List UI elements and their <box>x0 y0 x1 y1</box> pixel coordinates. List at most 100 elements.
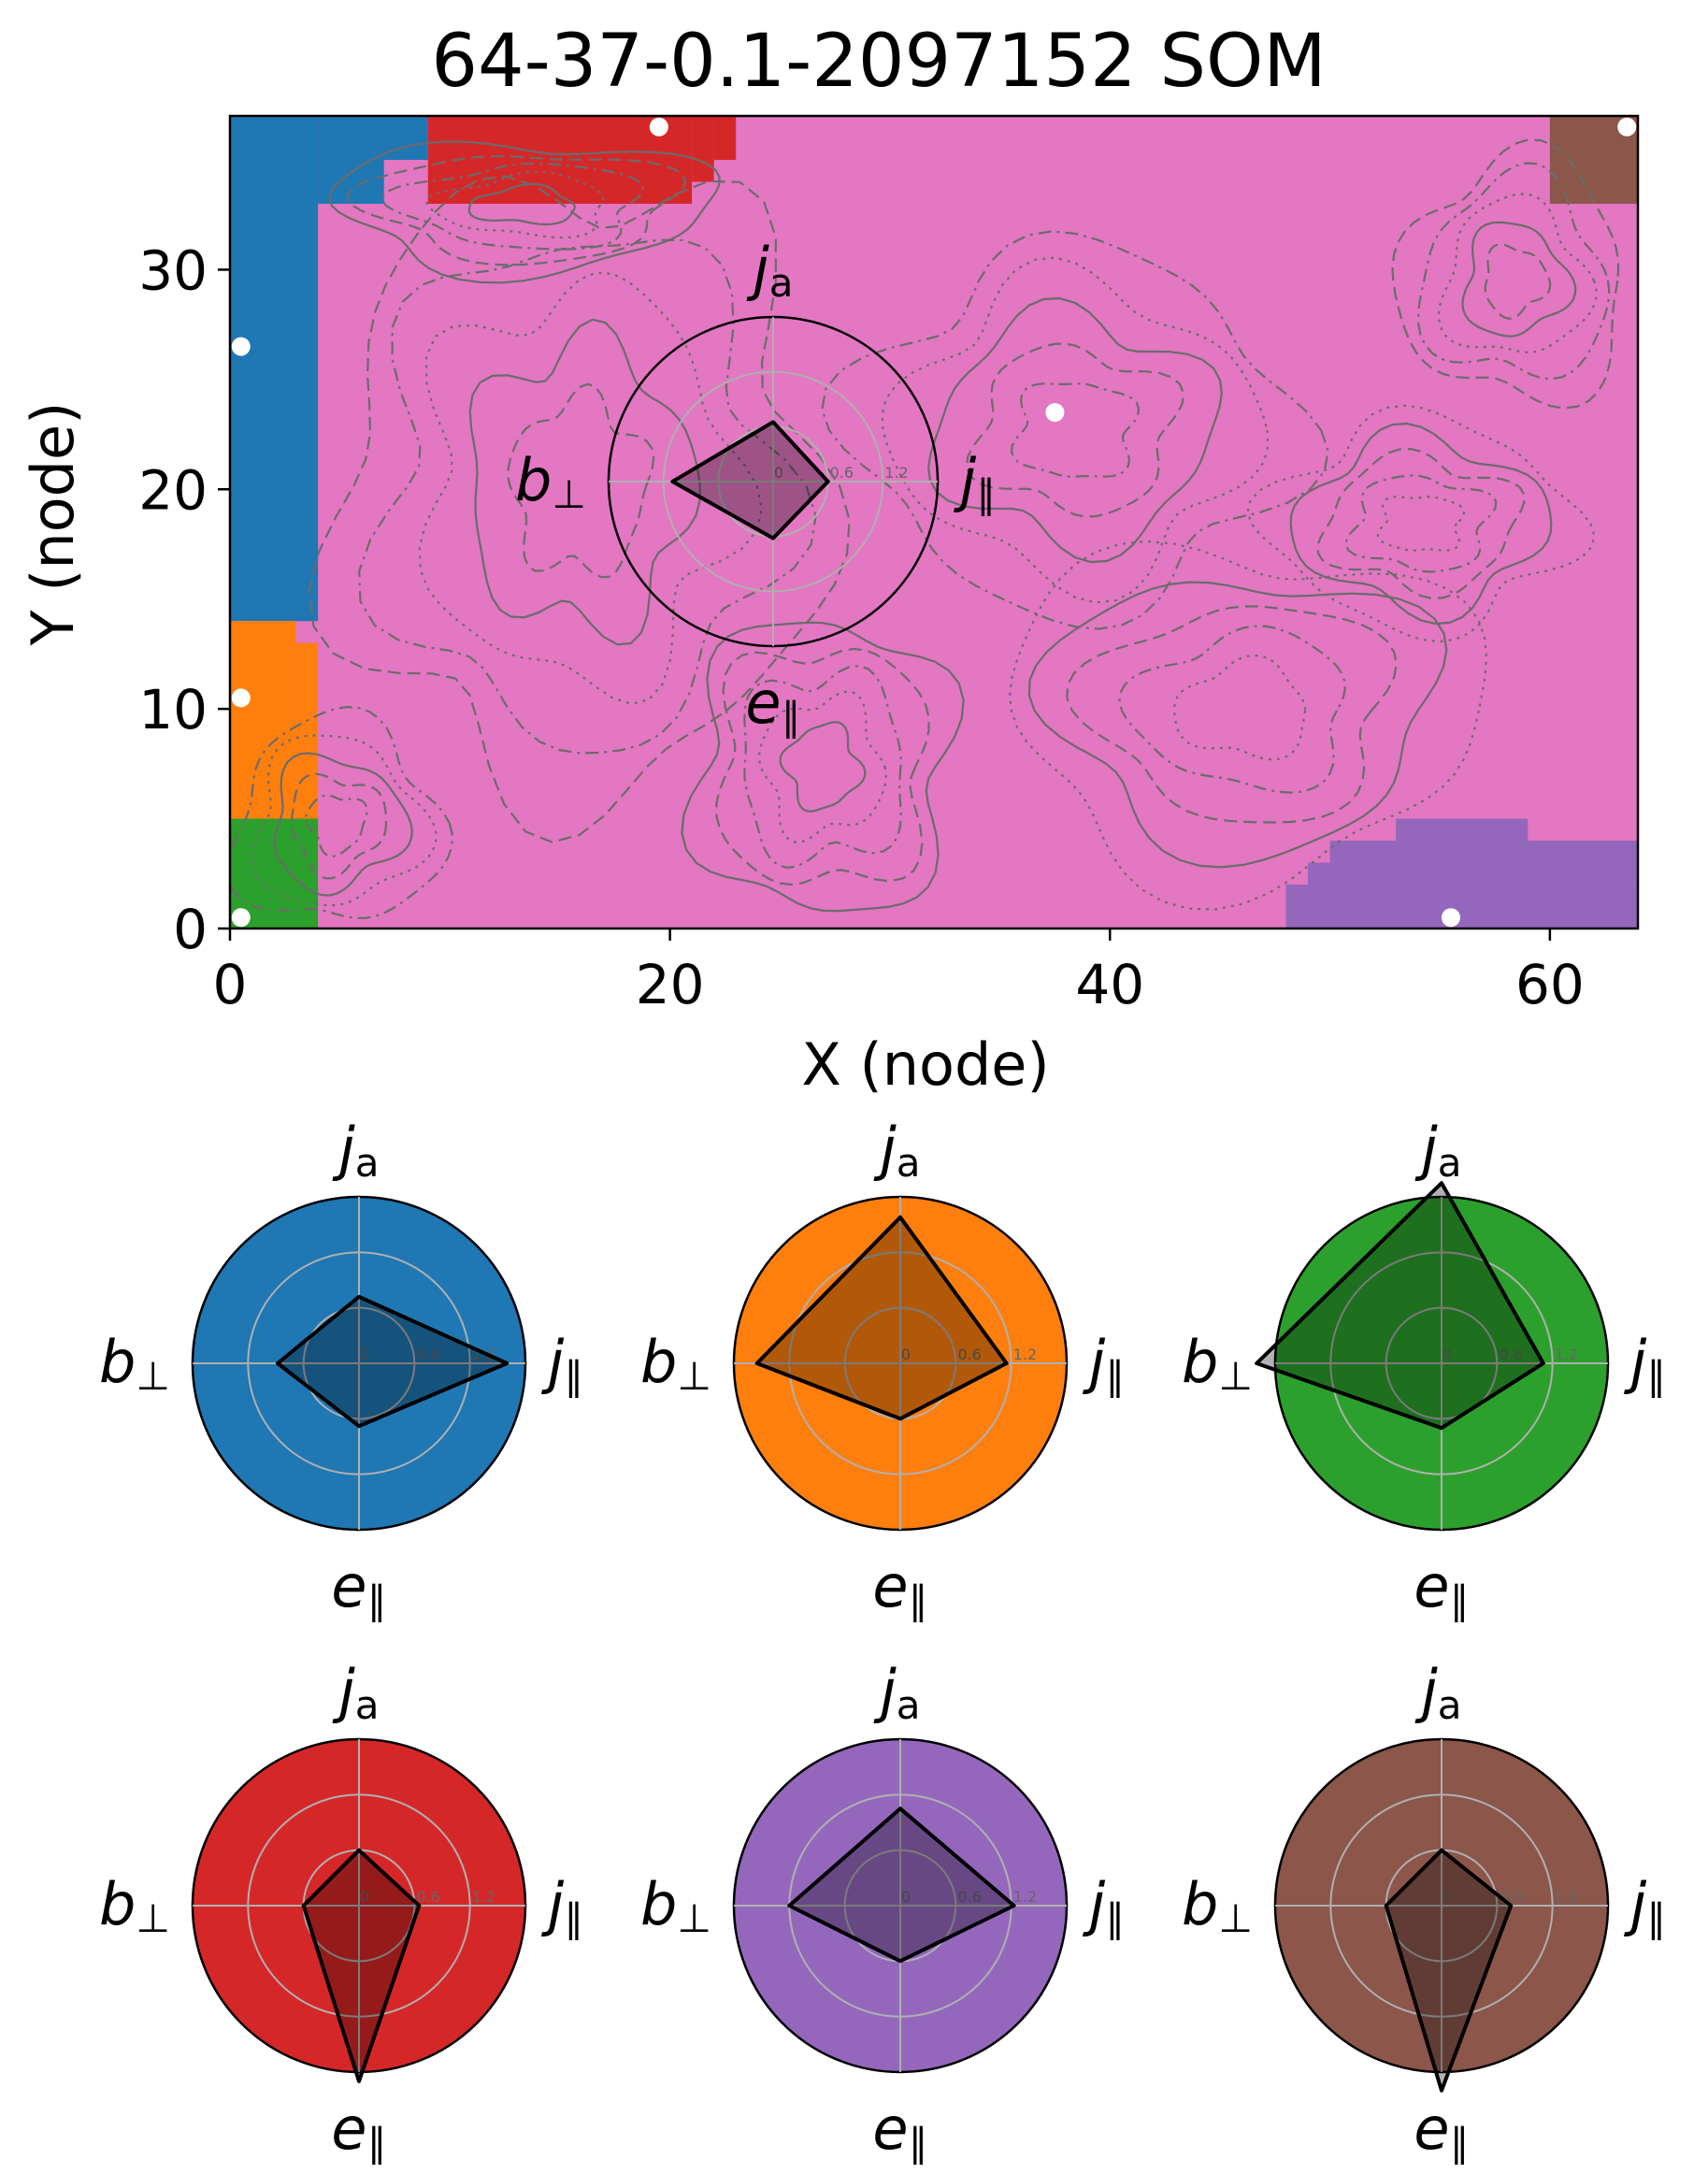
contour-line <box>1118 625 1346 794</box>
contour-line <box>1172 654 1307 761</box>
cluster-region-orange <box>295 642 319 842</box>
radar-rtick-label: 0.6 <box>957 1888 981 1906</box>
contour-line <box>250 734 438 907</box>
cluster-region-purple <box>1285 885 1638 929</box>
cluster-region-red <box>692 116 714 182</box>
radar-label-top: ja <box>874 1657 921 1728</box>
cluster-region-orange <box>230 621 296 819</box>
contour-line <box>468 318 701 646</box>
radar-label-right: j∥ <box>1624 1328 1666 1399</box>
y-axis-label: Y (node) <box>19 402 87 647</box>
radar-rtick-label: 0.6 <box>416 1888 439 1906</box>
radar-label-bottom: e∥ <box>1414 1552 1469 1623</box>
contour-line <box>347 154 687 266</box>
contour-line <box>1009 540 1488 911</box>
contour-line <box>881 256 1270 604</box>
contour-line <box>380 162 645 251</box>
radar-label-right: j∥ <box>541 1328 583 1399</box>
contour-line <box>273 752 413 897</box>
contour-line <box>1344 474 1498 573</box>
contour-line <box>715 647 930 886</box>
contour-line <box>304 794 368 857</box>
radar-label-bottom: e∥ <box>872 1552 927 1623</box>
cluster-region-blue <box>230 116 319 622</box>
radar-polygon <box>670 420 830 540</box>
x-tick-label: 20 <box>636 953 705 1016</box>
y-tick-label: 10 <box>138 678 208 741</box>
radar-rtick-label: 0.6 <box>416 1346 439 1363</box>
contour-line <box>1010 382 1141 478</box>
y-tick-label: 20 <box>138 458 208 522</box>
radar-rtick-label: 1.2 <box>1013 1346 1037 1363</box>
chart-title: 64-37-0.1-2097152 SOM <box>431 20 1326 104</box>
radar-label-top: ja <box>333 1115 380 1186</box>
radar-rtick-label: 0 <box>774 464 783 482</box>
radar-rtick-label: 0 <box>1442 1888 1452 1906</box>
y-tick-label: 30 <box>138 238 208 302</box>
radar-rtick-label: 0 <box>360 1888 369 1906</box>
contour-line <box>743 664 902 870</box>
radar-rtick-label: 1.2 <box>1555 1346 1578 1363</box>
contour-line <box>681 621 965 913</box>
radar-rtick-label: 1.2 <box>884 464 908 482</box>
contour-line <box>1461 221 1577 338</box>
cluster-region-purple <box>1396 818 1529 842</box>
radar-rtick-label: 1.2 <box>472 1888 495 1906</box>
cluster-region-blue <box>318 116 428 160</box>
cluster-region-purple <box>1329 841 1638 863</box>
radar-label-bottom: e∥ <box>331 1552 386 1623</box>
contour-line <box>927 296 1223 564</box>
radar-label-top: ja <box>1415 1657 1462 1728</box>
contour-line <box>821 230 1329 630</box>
radar-polygon <box>301 1848 422 2083</box>
bmu-marker <box>231 337 251 356</box>
cluster-region-pink <box>230 116 1638 929</box>
radar-label-left: b⊥ <box>640 1870 711 1941</box>
bmu-marker <box>649 117 668 137</box>
contour-line <box>1484 243 1552 320</box>
radar-label-left: b⊥ <box>515 446 586 517</box>
x-tick-label: 0 <box>213 953 248 1016</box>
bmu-marker <box>1617 117 1637 137</box>
radar-polygon <box>1384 1848 1514 2093</box>
cluster-region-blue <box>318 159 384 204</box>
bmu-marker <box>1045 403 1065 423</box>
radar-label-bottom: e∥ <box>745 669 800 740</box>
contour-line <box>1027 581 1448 869</box>
bmu-marker <box>1441 908 1460 928</box>
radar-rtick-label: 0 <box>901 1888 911 1906</box>
contour-line <box>358 238 817 755</box>
radar-rtick-label: 0 <box>901 1346 911 1363</box>
radar-rtick-label: 0 <box>360 1346 369 1363</box>
contour-line <box>507 382 655 579</box>
radar-rtick-label: 0.6 <box>1499 1346 1522 1363</box>
contour-line <box>1391 138 1620 410</box>
radar-label-left: b⊥ <box>99 1328 170 1399</box>
radar-polygon <box>787 1807 1016 1964</box>
bmu-marker <box>231 908 251 928</box>
radar-label-top: ja <box>874 1115 921 1186</box>
contour-line <box>230 705 453 920</box>
contour-line <box>418 271 763 705</box>
bmu-marker <box>231 688 251 708</box>
radar-polygon <box>754 1215 1009 1421</box>
radar-label-left: b⊥ <box>1182 1870 1253 1941</box>
plot-frame <box>228 114 1640 930</box>
radar-label-right: j∥ <box>541 1870 583 1941</box>
cluster-region-red <box>713 116 737 160</box>
contour-line <box>1316 447 1526 600</box>
x-axis-label: X (node) <box>801 1030 1049 1099</box>
x-tick-label: 60 <box>1515 953 1585 1016</box>
contour-line <box>425 170 605 239</box>
contour-line <box>328 140 721 284</box>
radar-rtick-label: 0 <box>1442 1346 1452 1363</box>
radar-label-left: b⊥ <box>640 1328 711 1399</box>
radar-label-bottom: e∥ <box>1414 2095 1469 2166</box>
